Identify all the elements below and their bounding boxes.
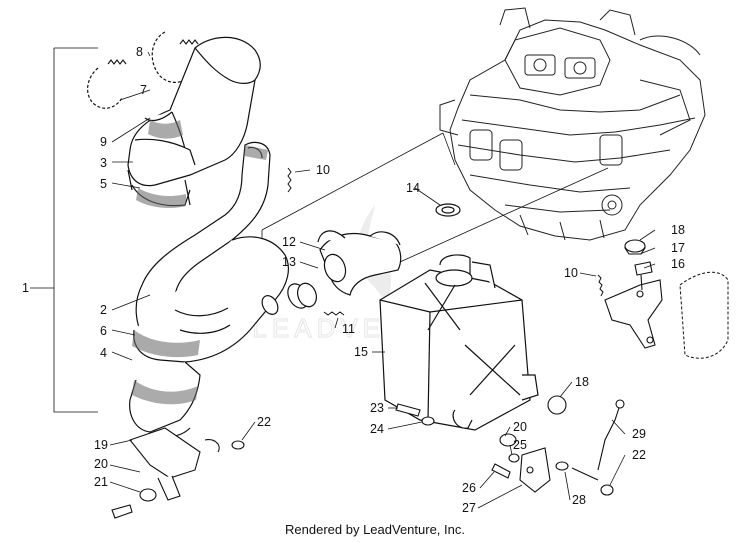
callout-9: 9: [100, 135, 107, 149]
callout-29: 29: [632, 427, 646, 441]
callout-20a: 20: [94, 457, 108, 471]
callout-25: 25: [513, 438, 527, 452]
callout-8: 8: [136, 45, 143, 59]
callout-24: 24: [370, 422, 384, 436]
callout-leaders: [30, 47, 656, 509]
callout-28: 28: [572, 493, 586, 507]
callout-5: 5: [100, 177, 107, 191]
callout-15: 15: [354, 345, 368, 359]
rubber-cap-18-lower: [547, 395, 567, 415]
heat-shield-plate: [679, 271, 729, 359]
spring-10: [287, 167, 604, 297]
mounting-bracket: [604, 261, 663, 349]
callout-2: 2: [100, 303, 107, 317]
callout-20b: 20: [513, 420, 527, 434]
hanger-bracket: [111, 427, 245, 519]
silencer-box: [379, 254, 539, 431]
callout-22a: 22: [257, 415, 271, 429]
fasteners: [395, 399, 625, 496]
callout-18b: 18: [575, 375, 589, 389]
spring-11: [323, 311, 345, 316]
callout-23: 23: [370, 401, 384, 415]
callout-11: 11: [342, 322, 355, 336]
muffler-upper: [127, 36, 261, 208]
callout-4: 4: [100, 346, 107, 360]
callout-18a: 18: [671, 223, 685, 237]
exhaust-manifold: [296, 230, 402, 308]
callout-27: 27: [462, 501, 476, 515]
rubber-cap-18: [624, 239, 646, 255]
callout-1: 1: [22, 281, 29, 295]
callout-10b: 10: [564, 266, 578, 280]
callout-26: 26: [462, 481, 476, 495]
footer-credit: Rendered by LeadVenture, Inc.: [285, 522, 465, 537]
callout-13: 13: [282, 255, 296, 269]
grommet-14: [435, 203, 461, 217]
callout-22b: 22: [632, 448, 646, 462]
callout-6: 6: [100, 324, 107, 338]
callout-10a: 10: [316, 163, 330, 177]
exhaust-pipe: [129, 141, 309, 438]
leader-lines: [261, 132, 609, 263]
callout-12: 12: [282, 235, 296, 249]
callout-14: 14: [406, 181, 420, 195]
callout-19: 19: [94, 438, 108, 452]
engine-illustration: [439, 7, 706, 241]
callout-21: 21: [94, 475, 108, 489]
callout-3: 3: [100, 156, 107, 170]
spring-8: [107, 39, 199, 65]
callout-16: 16: [671, 257, 685, 271]
callout-17: 17: [671, 241, 685, 255]
callouts: 1 2 3 4 5 6 7 8 9 10 10 11 12 13 14 15 1…: [22, 45, 685, 515]
callout-7: 7: [140, 83, 147, 97]
